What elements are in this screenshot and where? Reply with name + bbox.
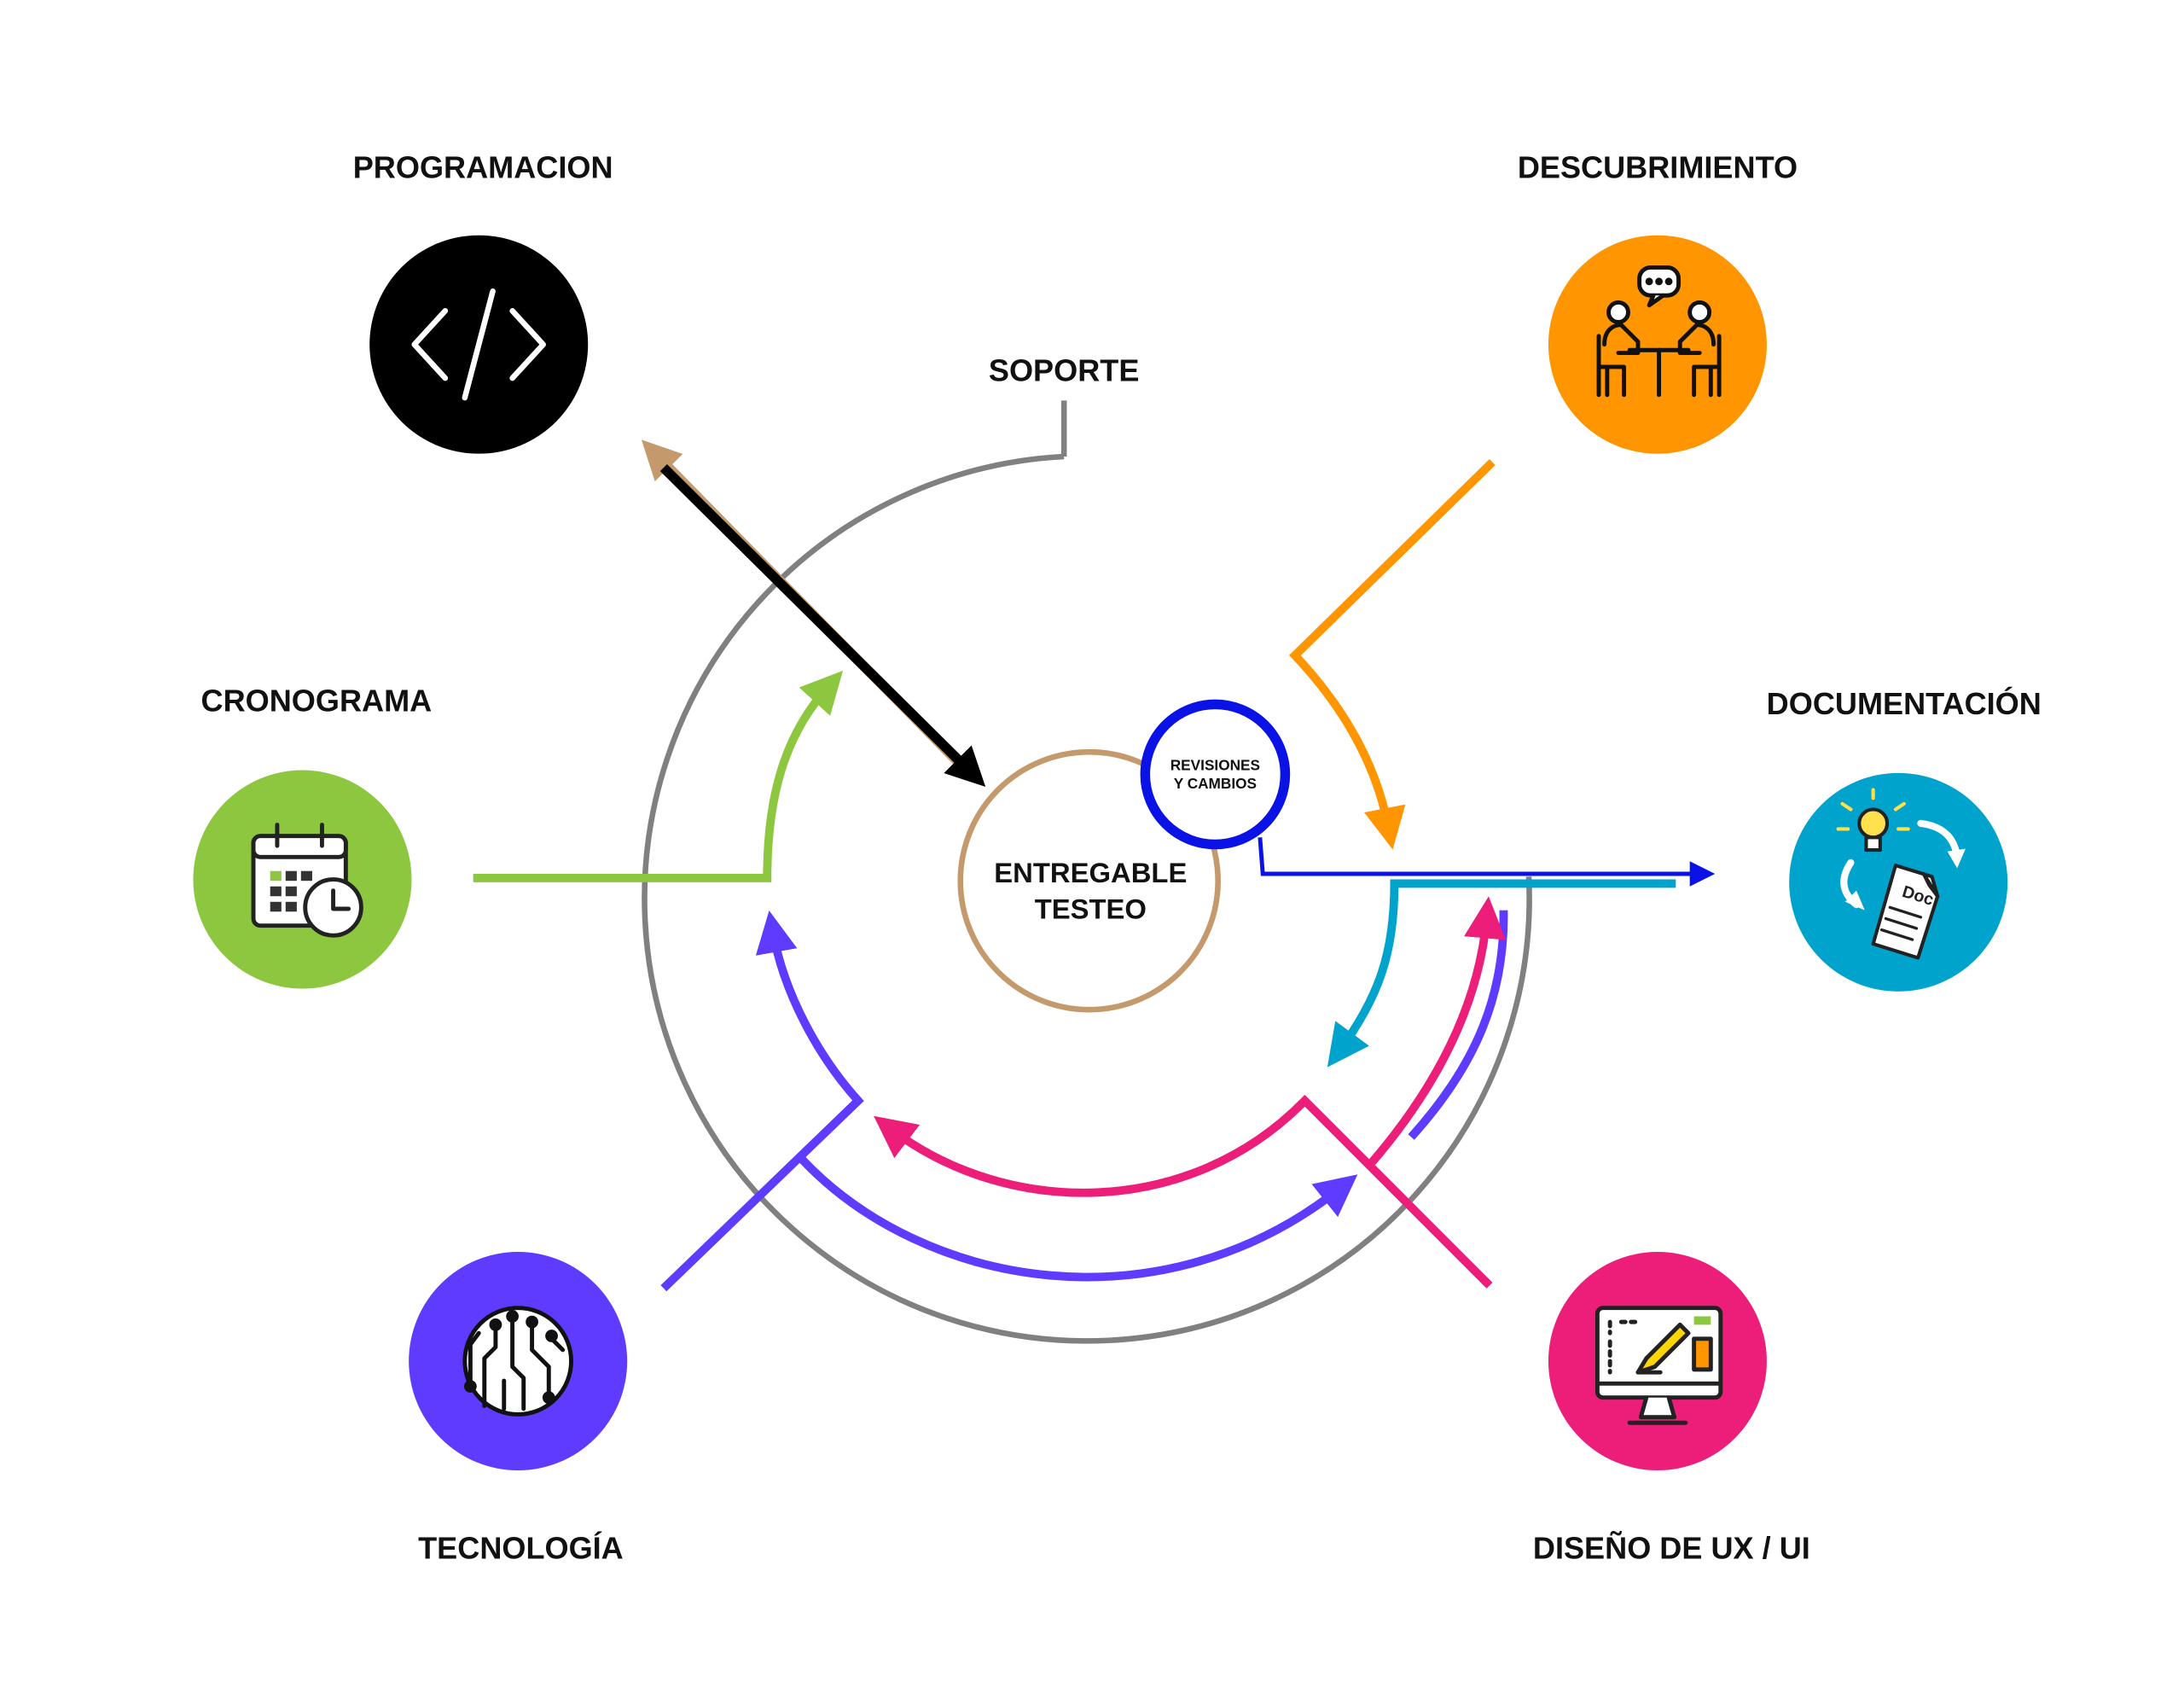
node-documentacion: DOCUMENTACIÓN Doc bbox=[1767, 685, 2042, 992]
revisiones-label: REVISIONES bbox=[1170, 757, 1260, 774]
cambios-label: Y CAMBIOS bbox=[1174, 775, 1257, 792]
diseno-label: DISEÑO DE UX / UI bbox=[1533, 1529, 1810, 1565]
revisiones-arrow bbox=[1258, 837, 1716, 887]
node-descubrimiento: DESCUBRIMIENTO bbox=[1518, 149, 1798, 454]
node-tecnologia: TECNOLOGÍA bbox=[409, 1252, 628, 1565]
node-diseno: DISEÑO DE UX / UI bbox=[1533, 1252, 1810, 1565]
programacion-label: PROGRAMACION bbox=[353, 149, 613, 184]
revisiones-circle bbox=[1140, 699, 1291, 850]
descubrimiento-arrow bbox=[1289, 459, 1496, 850]
entregable-label: ENTREGABLE bbox=[994, 857, 1187, 888]
cronograma-label: CRONOGRAMA bbox=[201, 684, 433, 719]
programacion-arrow-down bbox=[659, 464, 986, 788]
circuit-icon bbox=[462, 1306, 573, 1417]
cronograma-arrow bbox=[473, 670, 844, 882]
testeo-label: TESTEO bbox=[1035, 893, 1147, 924]
soporte-circle bbox=[642, 453, 1532, 1344]
node-cronograma: CRONOGRAMA bbox=[193, 684, 432, 989]
tecnologia-arrow-side bbox=[1408, 910, 1508, 1140]
diseno-arrow-left bbox=[874, 1094, 1493, 1289]
document-idea-icon bbox=[1836, 788, 1966, 960]
documentacion-arrow bbox=[1327, 879, 1676, 1068]
tecnologia-arrow-up bbox=[660, 911, 864, 1292]
descubrimiento-label: DESCUBRIMIENTO bbox=[1518, 149, 1798, 184]
soporte-label: SOPORTE bbox=[989, 352, 1140, 387]
code-icon bbox=[411, 288, 546, 401]
meeting-icon bbox=[1596, 265, 1722, 398]
tecnologia-label: TECNOLOGÍA bbox=[418, 1530, 624, 1565]
documentacion-label: DOCUMENTACIÓN bbox=[1767, 685, 2042, 721]
design-monitor-icon bbox=[1594, 1306, 1723, 1425]
calendar-clock-icon bbox=[251, 823, 363, 938]
descubrimiento-circle bbox=[1548, 235, 1767, 454]
node-programacion: PROGRAMACION bbox=[353, 149, 613, 454]
diseno-arrow-up bbox=[1368, 896, 1507, 1166]
tecnologia-arrow-right bbox=[799, 1156, 1358, 1282]
